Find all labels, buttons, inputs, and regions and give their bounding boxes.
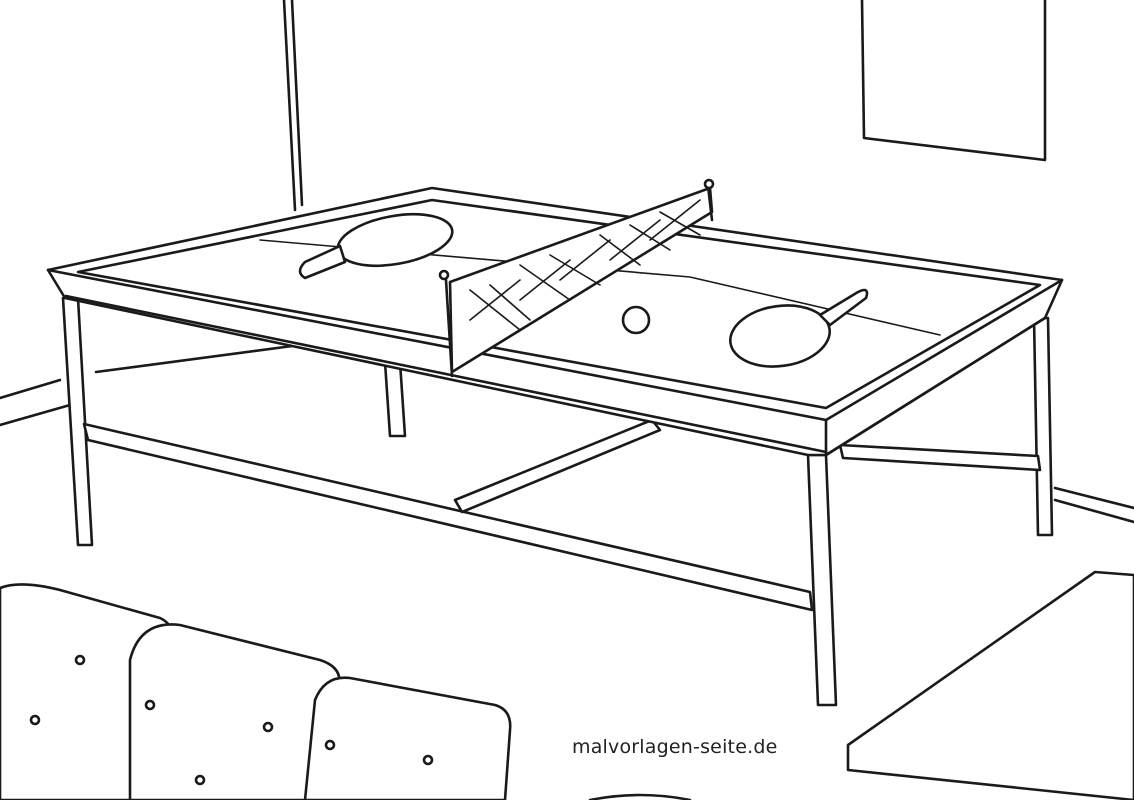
- floor-object-edge: [588, 793, 692, 800]
- ping-pong-ball: [621, 305, 651, 335]
- wall-picture-frame: [860, 0, 1047, 162]
- table-legs: [61, 296, 1054, 707]
- floor-rug: [846, 570, 1134, 800]
- tufted-sofa: [0, 583, 512, 800]
- sofa-tufting-buttons: [29, 654, 434, 786]
- paddle-right: [729, 288, 869, 368]
- paddle-left: [298, 213, 454, 280]
- table-top: [46, 186, 1064, 457]
- table-net: [438, 178, 715, 378]
- room-walls: [0, 0, 1134, 524]
- watermark-text: malvorlagen-seite.de: [572, 736, 778, 758]
